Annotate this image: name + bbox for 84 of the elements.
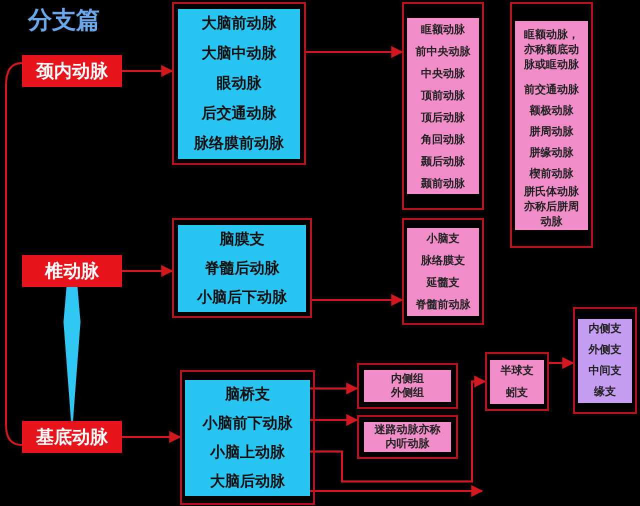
arrow xyxy=(312,294,404,306)
node-label: 颞前动脉 xyxy=(421,176,465,190)
branch-box xyxy=(515,184,588,230)
arrow xyxy=(310,414,358,426)
node-label: 内侧支 xyxy=(588,320,622,337)
arrow xyxy=(549,357,574,369)
group-frame xyxy=(180,370,315,505)
node-label: 小脑后下动脉 xyxy=(197,286,287,308)
node-label: 脉络膜支 xyxy=(421,253,465,268)
group-frame xyxy=(510,2,593,248)
branch-box xyxy=(185,466,310,496)
node-label: 大脑后动脉 xyxy=(210,470,285,492)
arrow xyxy=(122,431,182,443)
group-frame xyxy=(172,2,306,165)
node-label: 小脑上动脉 xyxy=(210,442,285,463)
node-label: 脑膜支 xyxy=(220,228,264,250)
node-label: 前中央动脉 xyxy=(416,44,470,58)
node-label: 顶后动脉 xyxy=(421,110,465,124)
node-label: 眼动脉 xyxy=(216,73,262,94)
node-label: 脊髓后动脉 xyxy=(204,258,280,279)
node-label: 蚓支 xyxy=(506,385,528,400)
arrow xyxy=(122,65,174,77)
branch-box xyxy=(407,294,479,316)
node-label: 内侧组 xyxy=(391,372,424,386)
branch-box xyxy=(490,360,544,382)
branch-box xyxy=(407,172,479,194)
node-label: 脊髓前动脉 xyxy=(416,297,470,312)
node-label: 额极动脉 xyxy=(530,102,574,118)
group-frame xyxy=(573,307,637,414)
arrow xyxy=(122,265,174,277)
node-label: 后交通动脉 xyxy=(202,103,276,124)
node-label: 小脑前下动脉 xyxy=(202,412,292,434)
node-label: 脉络膜前动脉 xyxy=(194,133,284,154)
group-frame xyxy=(172,218,312,318)
branch-box xyxy=(178,128,300,158)
title: 分支篇 xyxy=(28,5,100,36)
node-label: 小脑支 xyxy=(426,231,460,246)
group-frame xyxy=(402,2,484,210)
branch-box xyxy=(178,224,306,254)
node-label: 大脑前动脉 xyxy=(202,13,276,34)
branch-box xyxy=(178,8,300,38)
node-label: 顶前动脉 xyxy=(421,88,465,102)
branch-box xyxy=(490,382,544,404)
node-label: 颞后动脉 xyxy=(421,154,465,168)
arrow xyxy=(306,46,404,58)
branch-box xyxy=(178,282,306,312)
arrow xyxy=(310,382,358,394)
node-label: 眶额动脉 xyxy=(421,22,465,36)
branch-box xyxy=(357,363,458,409)
node-label: 半球支 xyxy=(500,363,534,378)
node-label: 胼缘动脉 xyxy=(530,144,574,160)
branch-box xyxy=(357,415,458,459)
branch-box xyxy=(185,380,310,408)
node-label: 中央动脉 xyxy=(421,66,465,80)
node-label: 缘支 xyxy=(594,384,616,400)
branch-box xyxy=(407,18,479,40)
node-label: 角回动脉 xyxy=(421,132,465,146)
node-label: 胼氏体动脉亦称后胼周动脉 xyxy=(522,184,580,229)
branch-box xyxy=(578,382,632,402)
node-label: 前交通动脉 xyxy=(524,82,579,96)
group-frame xyxy=(485,352,549,411)
artery-box xyxy=(22,421,122,453)
node-label: 椎动脉 xyxy=(45,260,99,284)
arrow xyxy=(310,485,484,497)
node-label: 外侧支 xyxy=(588,342,622,358)
node-label: 颈内动脉 xyxy=(36,60,108,84)
node-label: 延髓支 xyxy=(426,275,460,290)
node-label: 楔前动脉 xyxy=(530,166,574,180)
node-label: 脑桥支 xyxy=(225,384,270,405)
branch-box xyxy=(407,228,479,250)
spindle-connector xyxy=(64,286,80,422)
artery-box xyxy=(22,55,122,87)
node-label: 眶额动脉，亦称额底动脉或眶动脉 xyxy=(522,27,580,72)
node-label: 大脑中动脉 xyxy=(202,43,276,64)
node-label: 中间支 xyxy=(588,362,622,379)
group-frame xyxy=(402,218,484,325)
branch-box xyxy=(515,20,588,78)
node-label: 外侧组 xyxy=(391,386,424,400)
node-label: 胼周动脉 xyxy=(530,124,574,138)
node-label: 基底动脉 xyxy=(36,426,108,450)
arrow xyxy=(310,376,486,482)
branch-box xyxy=(578,318,632,340)
artery-box xyxy=(22,255,122,287)
node-label: 迷路动脉亦称内听动脉 xyxy=(374,423,442,451)
